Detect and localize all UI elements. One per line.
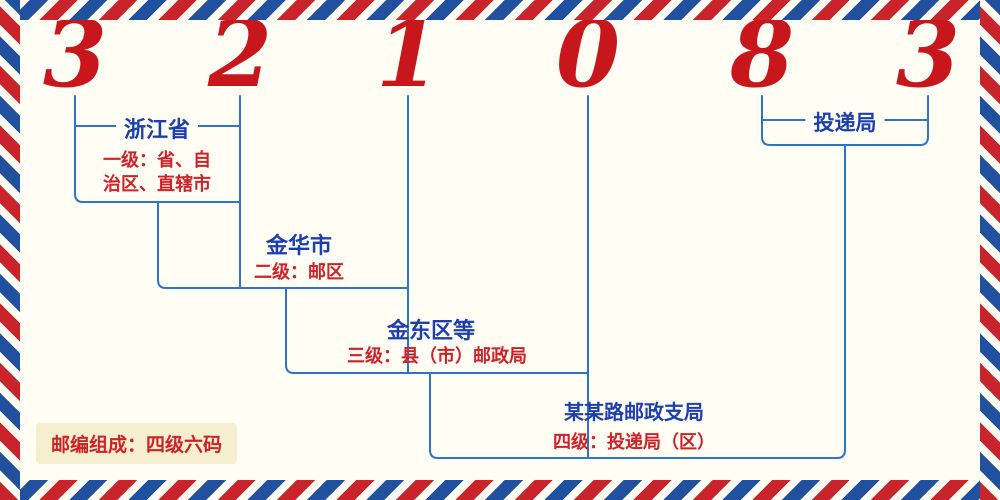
postal-digit-5: 8 — [729, 0, 795, 108]
bracket-delivery — [761, 95, 929, 146]
postal-digit-4: 0 — [555, 0, 621, 108]
postal-digit-3: 1 — [375, 0, 441, 108]
composition-note: 邮编组成：四级六码 — [36, 423, 238, 464]
label-level2-title: 金华市 — [265, 234, 333, 259]
label-level1-desc-line2: 治区、直辖市 — [103, 174, 211, 195]
bracket-level3 — [285, 287, 589, 374]
airmail-border-right — [980, 0, 1000, 500]
bracket-level2 — [157, 201, 409, 289]
label-delivery-title: 投递局 — [805, 107, 885, 137]
label-level1-desc-line1: 一级：省、自 — [103, 150, 211, 171]
airmail-border-top — [0, 0, 1000, 20]
airmail-border-bottom — [0, 480, 1000, 500]
bracket-level4 — [429, 144, 846, 459]
airmail-border-left — [0, 0, 20, 500]
label-level2-desc: 二级：邮区 — [254, 262, 344, 283]
label-level3-title: 金东区等 — [386, 319, 476, 344]
label-level4-desc: 四级：投递局（区） — [553, 432, 715, 453]
label-level4-title: 某某路邮政支局 — [564, 400, 704, 424]
bracket-level1 — [74, 95, 241, 203]
postal-digit-2: 2 — [207, 0, 273, 108]
postal-digit-1: 3 — [42, 0, 108, 108]
label-level1-title: 浙江省 — [115, 112, 199, 144]
label-level3-desc: 三级：县（市）邮政局 — [347, 346, 527, 367]
postal-digit-6: 3 — [895, 0, 961, 108]
